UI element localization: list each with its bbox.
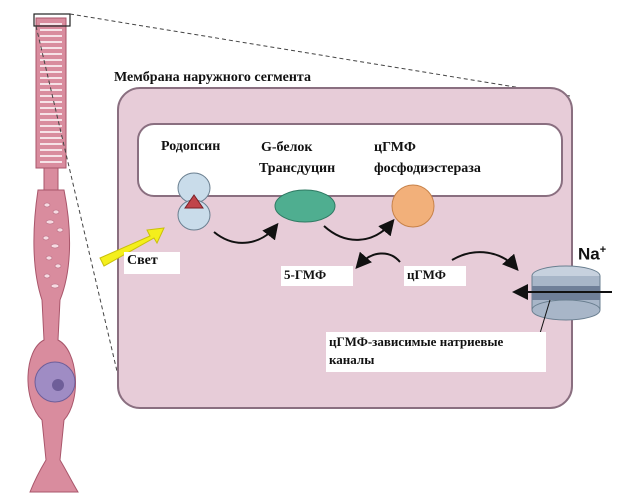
sodium-ion-charge: + bbox=[599, 244, 607, 256]
rod-highlight-box bbox=[33, 13, 71, 27]
channel-label-line2: каналы bbox=[329, 352, 375, 367]
light-label: Свет bbox=[124, 252, 180, 274]
arrow-cgmp-to-channel bbox=[451, 251, 519, 272]
gmp5-label: 5-ГМФ bbox=[281, 266, 353, 286]
membrane-label: Мембрана наружного сегмента bbox=[114, 70, 311, 85]
light-arrow-icon bbox=[99, 227, 165, 267]
channel-label: цГМФ-зависимые натриевые каналы bbox=[326, 332, 546, 372]
zoom-line-top bbox=[69, 13, 571, 97]
disc-stack bbox=[40, 23, 62, 163]
rod-cell bbox=[27, 13, 79, 493]
arrow-cgmp-to-5gmp bbox=[355, 251, 401, 270]
transducin bbox=[274, 189, 336, 223]
mitochondria bbox=[42, 202, 64, 289]
cgmp-label: цГМФ bbox=[404, 266, 466, 286]
rhodopsin bbox=[177, 172, 211, 231]
pde-label-line1: цГМФ bbox=[374, 140, 416, 155]
zoom-line-bottom bbox=[35, 25, 121, 385]
rod-outer-segment bbox=[35, 17, 67, 169]
g-protein-label: G-белок bbox=[261, 140, 313, 155]
disc-membrane bbox=[137, 123, 563, 197]
sodium-ion-label: Na+ bbox=[578, 244, 606, 265]
rhodopsin-label: Родопсин bbox=[161, 139, 221, 154]
rod-connecting-cilium bbox=[43, 167, 59, 191]
arrow-rhodopsin-to-transducin bbox=[213, 222, 279, 244]
phosphodiesterase bbox=[391, 184, 435, 228]
arrow-transducin-to-pde bbox=[323, 218, 395, 241]
sodium-ion-symbol: Na bbox=[578, 244, 600, 264]
pde-label-line2: фосфодиэстераза bbox=[374, 161, 481, 176]
rod-nucleolus bbox=[52, 379, 64, 391]
transducin-label: Трансдуцин bbox=[259, 161, 336, 176]
channel-label-line1: цГМФ-зависимые натриевые bbox=[329, 334, 504, 349]
rod-inner-segment bbox=[27, 189, 79, 493]
